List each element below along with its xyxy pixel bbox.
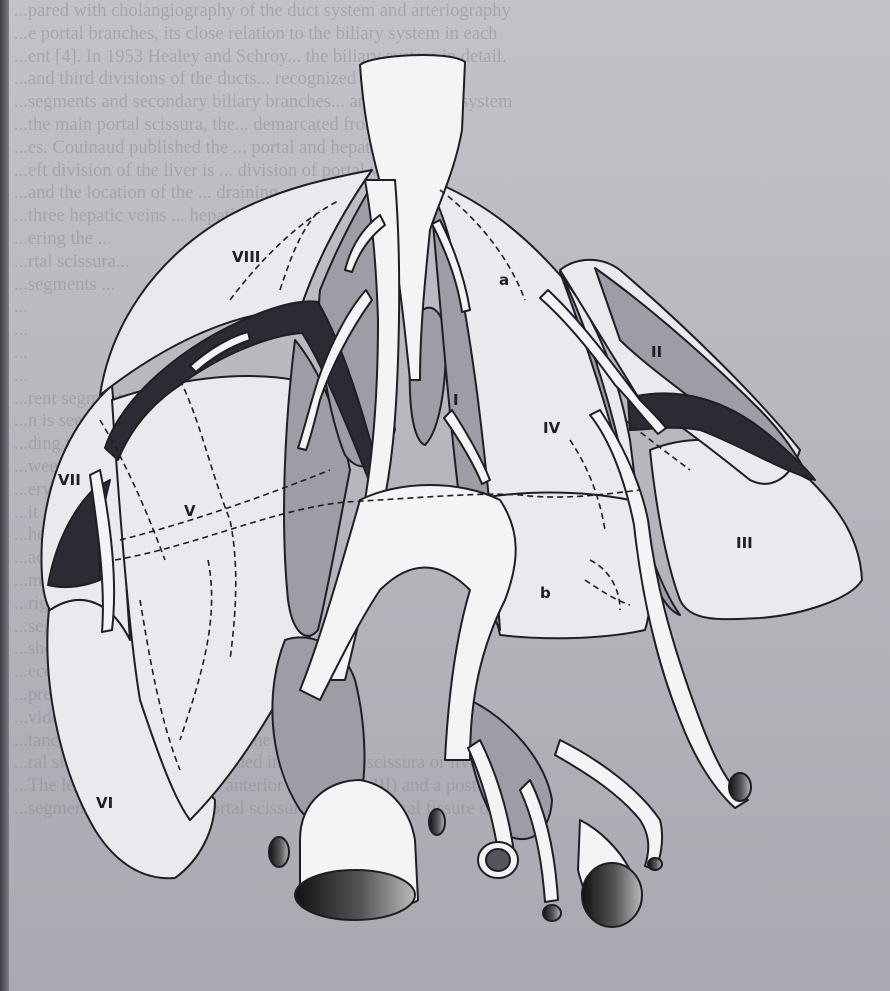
- label-i: I: [453, 391, 459, 409]
- portal-vein-opening: [582, 863, 642, 927]
- label-vii: VII: [58, 471, 81, 489]
- label-iv: IV: [543, 419, 561, 437]
- label-viii: VIII: [232, 248, 260, 266]
- segment-iii-vessel-opening: [729, 773, 751, 801]
- label-ii: II: [651, 343, 662, 361]
- label-a: a: [499, 271, 509, 289]
- artery-opening-small: [543, 905, 561, 921]
- label-b: b: [540, 584, 551, 602]
- artery-opening-mid: [429, 809, 445, 835]
- label-vi: VI: [96, 794, 113, 812]
- artery-opening-right: [648, 858, 662, 870]
- artery-opening-left: [269, 837, 289, 867]
- bile-duct-stone: [486, 849, 510, 871]
- label-v: V: [184, 502, 196, 520]
- label-iii: III: [736, 534, 753, 552]
- vena-cava-opening: [295, 870, 415, 920]
